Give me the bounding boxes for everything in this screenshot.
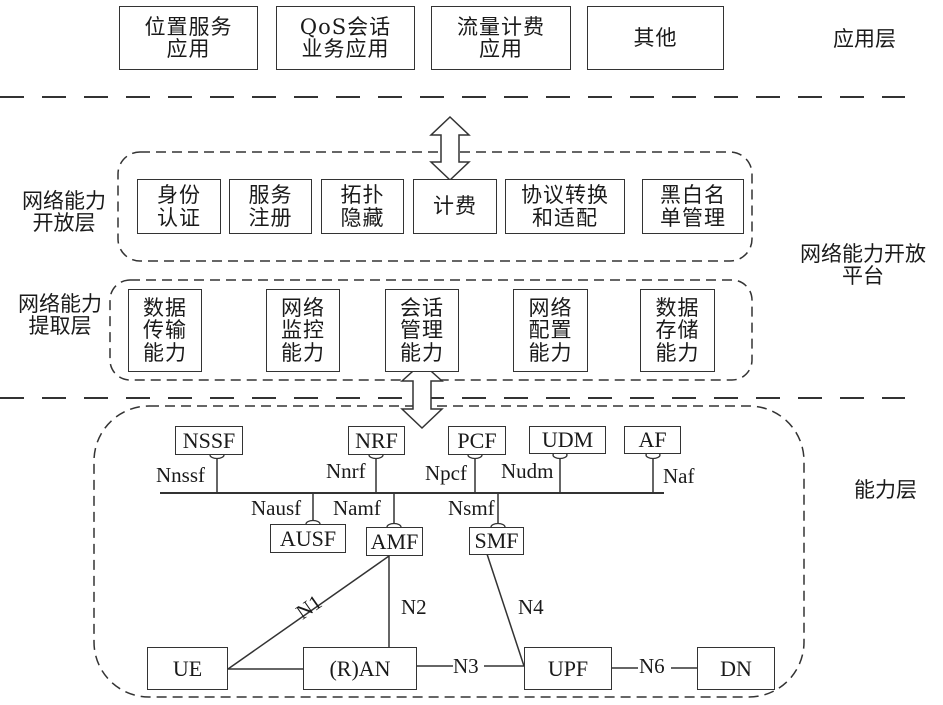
if-npcf: Npcf xyxy=(425,461,467,485)
double-arrow-lower xyxy=(400,361,444,430)
nf-ausf: AUSF xyxy=(270,524,346,553)
nf-ue: UE xyxy=(147,647,228,690)
nf-smf: SMF xyxy=(469,527,524,555)
exposure-box-topology-hiding: 拓扑 隐藏 xyxy=(321,179,404,234)
nf-udm: UDM xyxy=(529,426,606,454)
if-n6: N6 xyxy=(639,654,665,678)
layer-label-application: 应用层 xyxy=(833,27,896,51)
extraction-box-data-storage: 数据 存储 能力 xyxy=(640,289,715,372)
exposure-box-charging: 计费 xyxy=(413,179,497,234)
if-n2: N2 xyxy=(401,595,427,619)
if-nnrf: Nnrf xyxy=(326,459,366,483)
nf-upf: UPF xyxy=(524,647,612,690)
nf-nrf: NRF xyxy=(348,426,405,455)
capability-layer-container xyxy=(93,405,805,698)
if-naf: Naf xyxy=(663,464,695,488)
layer-label-exposure: 网络能力 开放层 xyxy=(22,189,106,236)
double-arrow-upper xyxy=(429,115,471,182)
app-box-other: 其他 xyxy=(587,6,724,70)
layer-label-platform: 网络能力开放 平台 xyxy=(800,242,926,289)
if-namf: Namf xyxy=(333,496,381,520)
app-box-qos: QoS会话 业务应用 xyxy=(276,6,415,70)
exposure-box-blacklist: 黑白名 单管理 xyxy=(642,179,744,234)
n1-link xyxy=(227,555,390,670)
n4-link xyxy=(486,553,525,667)
extraction-box-configuration: 网络 配置 能力 xyxy=(513,289,588,372)
exposure-box-registration: 服务 注册 xyxy=(229,179,312,234)
app-box-location: 位置服务 应用 xyxy=(119,6,258,70)
if-nnssf: Nnssf xyxy=(156,463,206,487)
nf-amf: AMF xyxy=(366,527,423,556)
exposure-layer-container xyxy=(117,151,753,262)
nf-af: AF xyxy=(624,426,681,454)
extraction-box-data-transfer: 数据 传输 能力 xyxy=(128,289,202,372)
nf-ran: (R)AN xyxy=(303,647,417,690)
layer-label-capability: 能力层 xyxy=(854,478,917,502)
if-nudm: Nudm xyxy=(501,459,554,483)
layer-label-extraction: 网络能力 提取层 xyxy=(18,292,102,339)
if-nsmf: Nsmf xyxy=(448,496,495,520)
app-box-charging: 流量计费 应用 xyxy=(431,6,571,70)
nf-dn: DN xyxy=(697,647,775,690)
nf-nssf: NSSF xyxy=(175,426,243,455)
extraction-box-monitoring: 网络 监控 能力 xyxy=(266,289,340,372)
if-n4: N4 xyxy=(518,595,544,619)
exposure-box-protocol-adaptation: 协议转换 和适配 xyxy=(505,179,625,234)
if-n3: N3 xyxy=(453,654,479,678)
extraction-box-session-mgmt: 会话 管理 能力 xyxy=(385,289,459,372)
exposure-box-auth: 身份 认证 xyxy=(137,179,221,234)
nf-pcf: PCF xyxy=(448,426,506,455)
if-nausf: Nausf xyxy=(251,496,302,520)
